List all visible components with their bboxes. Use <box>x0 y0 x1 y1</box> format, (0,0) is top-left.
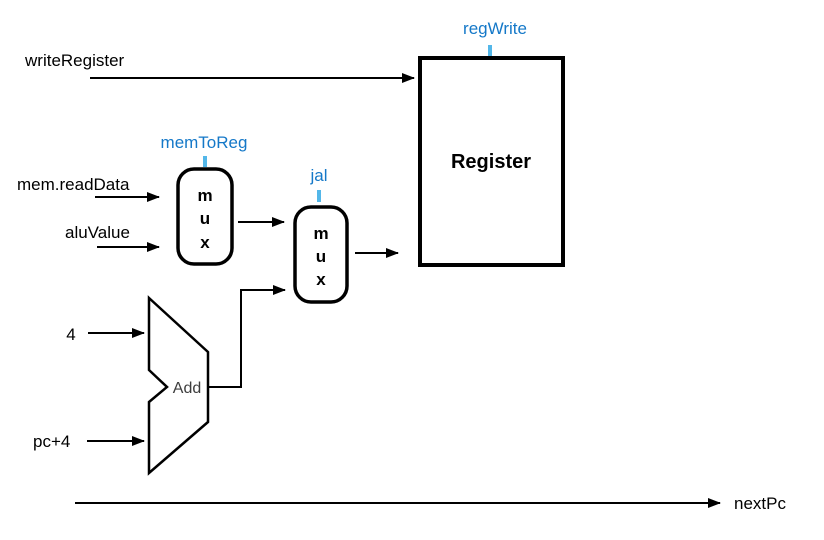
mux1-letter-x: x <box>200 233 210 252</box>
register-label: Register <box>451 151 531 173</box>
adder-label: Add <box>173 380 201 397</box>
register-block <box>418 56 565 267</box>
mux1-block <box>176 167 234 266</box>
mux1-letter-u: u <box>200 209 210 228</box>
mem-read-data-label: mem.readData <box>17 175 130 194</box>
four-label: 4 <box>66 325 75 344</box>
mux1-letter-m: m <box>197 186 212 205</box>
adder-to-mux2-wire <box>208 285 286 388</box>
pc-plus-4-label: pc+4 <box>33 432 70 451</box>
jal-label: jal <box>309 166 327 185</box>
adder-block <box>147 295 210 476</box>
alu-value-label: aluValue <box>65 223 130 242</box>
mux2-block <box>293 205 349 304</box>
mux2-letter-u: u <box>316 247 326 266</box>
mux2-letter-m: m <box>313 224 328 243</box>
write-register-label: writeRegister <box>24 51 125 70</box>
next-pc-label: nextPc <box>734 494 786 513</box>
mux2-letter-x: x <box>316 270 326 289</box>
mem-to-reg-label: memToReg <box>161 133 248 152</box>
reg-write-label: regWrite <box>463 19 527 38</box>
